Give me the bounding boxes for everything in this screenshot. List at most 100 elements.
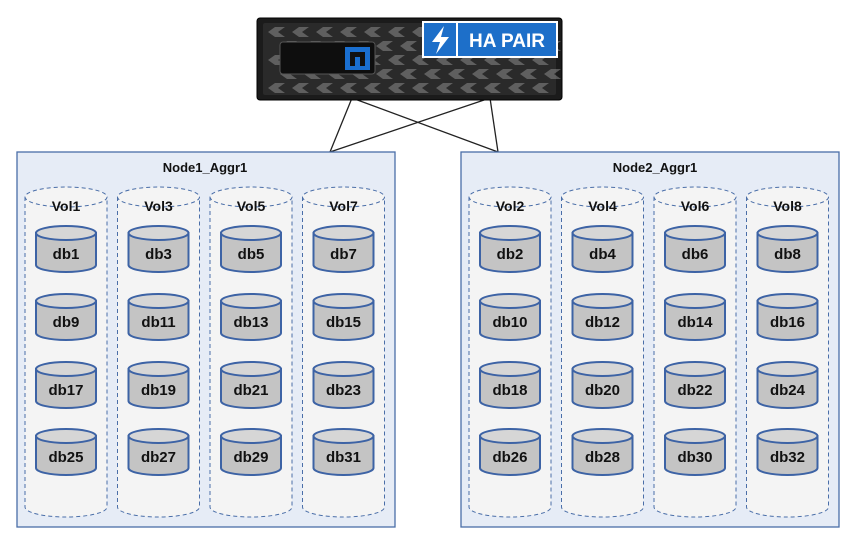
db-cylinder-top — [756, 293, 819, 309]
ha-pair-controller: HA PAIR — [256, 17, 563, 101]
db-label: db25 — [48, 449, 83, 466]
link-left-to-node2 — [351, 97, 499, 153]
database-db28: db28 — [571, 428, 634, 476]
link-right-to-node1 — [329, 97, 491, 153]
db-cylinder-top — [35, 293, 97, 309]
db-label: db2 — [497, 246, 524, 263]
aggregate-label: Node1_Aggr1 — [163, 160, 248, 175]
db-cylinder-body — [479, 232, 541, 273]
volume-top — [117, 186, 200, 208]
db-cylinder-body — [220, 435, 282, 476]
vent-slot — [388, 83, 405, 93]
database-db8: db8 — [756, 225, 819, 273]
database-db12: db12 — [571, 293, 634, 341]
vent-slot — [544, 69, 561, 79]
db-cylinder-top — [312, 361, 375, 377]
db-cylinder-body — [35, 300, 97, 341]
vent-slot — [340, 83, 357, 93]
vent-slot — [520, 69, 537, 79]
db-cylinder-body — [220, 232, 282, 273]
vent-slot — [376, 41, 393, 51]
db-cylinder-body — [220, 300, 282, 341]
database-db16: db16 — [756, 293, 819, 341]
db-cylinder-top — [35, 428, 97, 444]
db-cylinder-top — [220, 361, 282, 377]
db-label: db3 — [145, 246, 172, 263]
database-db24: db24 — [756, 361, 819, 409]
database-db30: db30 — [664, 428, 726, 476]
db-cylinder-body — [756, 435, 819, 476]
db-cylinder-top — [664, 428, 726, 444]
db-cylinder-top — [220, 428, 282, 444]
vent-slot — [364, 27, 381, 37]
vent-slot — [400, 41, 417, 51]
db-cylinder-body — [312, 300, 375, 341]
database-db29: db29 — [220, 428, 282, 476]
vent-slot — [292, 83, 309, 93]
db-label: db14 — [677, 314, 713, 331]
db-label: db17 — [48, 382, 83, 399]
db-cylinder-top — [571, 361, 634, 377]
db-cylinder-top — [35, 361, 97, 377]
db-label: db20 — [585, 382, 620, 399]
volume-label: Vol2 — [496, 198, 525, 214]
database-db13: db13 — [220, 293, 282, 341]
db-cylinder-top — [220, 225, 282, 241]
db-cylinder-body — [35, 368, 97, 409]
db-cylinder-top — [756, 225, 819, 241]
db-label: db32 — [770, 449, 805, 466]
db-cylinder-body — [571, 368, 634, 409]
vent-slot — [508, 83, 525, 93]
db-cylinder-top — [664, 225, 726, 241]
db-label: db19 — [141, 382, 176, 399]
db-label: db18 — [492, 382, 527, 399]
db-label: db22 — [677, 382, 712, 399]
vent-slot — [388, 55, 405, 65]
database-db6: db6 — [664, 225, 726, 273]
vent-slot — [532, 83, 549, 93]
database-db14: db14 — [664, 293, 726, 341]
db-cylinder-body — [664, 435, 726, 476]
db-cylinder-top — [479, 361, 541, 377]
db-cylinder-top — [35, 225, 97, 241]
db-label: db5 — [238, 246, 265, 263]
vent-slot — [316, 27, 333, 37]
db-cylinder-body — [479, 435, 541, 476]
db-label: db1 — [53, 246, 80, 263]
db-label: db10 — [492, 314, 527, 331]
db-cylinder-top — [664, 293, 726, 309]
db-cylinder-body — [220, 368, 282, 409]
db-label: db15 — [326, 314, 361, 331]
db-cylinder-body — [664, 232, 726, 273]
db-cylinder-top — [127, 225, 190, 241]
db-label: db24 — [770, 382, 806, 399]
volume-label: Vol8 — [773, 198, 802, 214]
db-cylinder-body — [756, 232, 819, 273]
db-cylinder-body — [127, 232, 190, 273]
db-cylinder-top — [571, 293, 634, 309]
vent-slot — [412, 83, 429, 93]
volume-top — [746, 186, 829, 208]
volume-vol8: Vol8 db8 db16 db24 db32 — [746, 186, 829, 518]
vent-slot — [424, 69, 441, 79]
db-cylinder-top — [312, 225, 375, 241]
volume-label: Vol1 — [52, 198, 81, 214]
db-cylinder-top — [312, 428, 375, 444]
database-db11: db11 — [127, 293, 190, 341]
db-cylinder-body — [571, 232, 634, 273]
db-cylinder-top — [127, 428, 190, 444]
db-cylinder-body — [571, 435, 634, 476]
vent-slot — [460, 83, 477, 93]
db-cylinder-body — [35, 232, 97, 273]
aggregates: Node1_Aggr1Vol1db1db9db17db25Vol3db3db11… — [16, 151, 840, 528]
db-cylinder-body — [127, 435, 190, 476]
vent-slot — [340, 27, 357, 37]
db-cylinder-body — [312, 368, 375, 409]
db-cylinder-body — [479, 300, 541, 341]
